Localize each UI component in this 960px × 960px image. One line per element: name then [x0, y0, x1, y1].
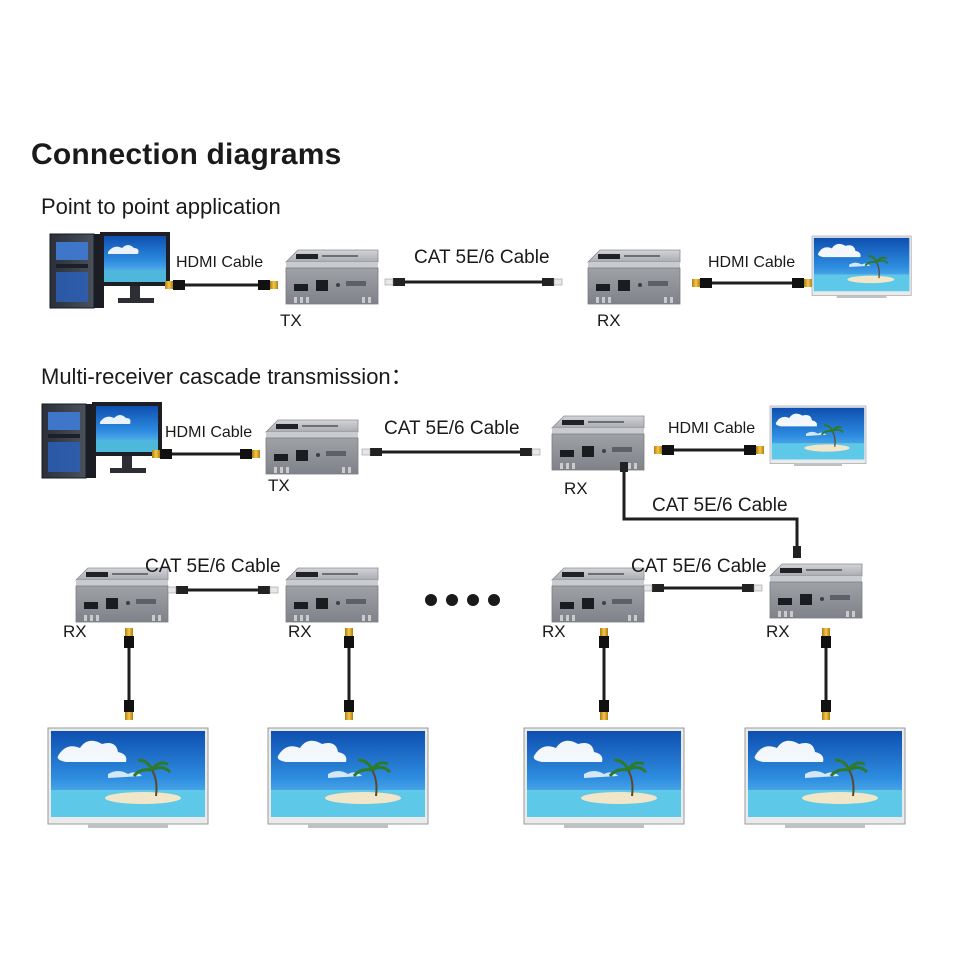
tx-device-2: [265, 419, 359, 475]
hdmi-plug-icon: [152, 449, 172, 459]
hdmi-plug-icon: [165, 280, 185, 290]
section-heading-point-to-point: Point to point application: [41, 194, 281, 219]
label-cat-cable: CAT 5E/6 Cable: [145, 556, 281, 577]
display-tv-b: [266, 726, 430, 830]
hdmi-plug-icon: [258, 280, 278, 290]
label-tx: TX: [280, 311, 302, 330]
rj45-plug-icon: [643, 583, 665, 593]
label-cat-cable: CAT 5E/6 Cable: [631, 556, 767, 577]
hdmi-plug-icon: [654, 445, 674, 455]
display-tv-d: [743, 726, 907, 830]
hdmi-drop-b: [344, 628, 354, 720]
rj45-plug-icon: [741, 583, 763, 593]
rj45-plug-icon: [793, 546, 801, 558]
hdmi-plug-icon: [792, 278, 812, 288]
label-rx: RX: [597, 311, 621, 330]
label-hdmi-cable: HDMI Cable: [165, 424, 253, 441]
label-cat-cable: CAT 5E/6 Cable: [384, 418, 520, 439]
label-hdmi-cable: HDMI Cable: [176, 254, 264, 271]
rj45-plug-icon: [541, 277, 563, 287]
source-pc-1: [49, 231, 171, 309]
hdmi-drop-a: [124, 628, 134, 720]
hdmi-plug-icon: [692, 278, 712, 288]
display-tv-a: [46, 726, 210, 830]
label-tx: TX: [268, 476, 290, 495]
display-tv-1: [811, 235, 913, 299]
hdmi-drop-c: [599, 628, 609, 720]
rx-device-b: [285, 567, 379, 623]
label-rx: RX: [288, 622, 312, 641]
hdmi-drop-d: [821, 628, 831, 720]
label-hdmi-cable: HDMI Cable: [708, 254, 796, 271]
display-tv-c: [522, 726, 686, 830]
label-hdmi-cable: HDMI Cable: [668, 420, 756, 437]
section-heading-cascade: Multi-receiver cascade transmission：: [41, 364, 413, 389]
hdmi-plug-icon: [240, 449, 260, 459]
rj45-plug-icon: [361, 447, 383, 457]
rx-device-d: [769, 563, 863, 619]
source-pc-2: [41, 401, 163, 479]
rj45-plug-icon: [620, 462, 628, 472]
label-rx: RX: [766, 622, 790, 641]
label-rx: RX: [542, 622, 566, 641]
hdmi-plug-icon: [744, 445, 764, 455]
cat-cable-cascade: [622, 470, 799, 548]
rx-device-1: [587, 249, 681, 305]
display-tv-2: [769, 405, 867, 467]
label-cat-cable: CAT 5E/6 Cable: [414, 247, 550, 268]
page-title: Connection diagrams: [31, 138, 342, 171]
rx-device-main: [551, 415, 645, 471]
rj45-plug-icon: [519, 447, 541, 457]
tx-device-1: [285, 249, 379, 305]
rj45-plug-icon: [384, 277, 406, 287]
label-rx: RX: [63, 622, 87, 641]
label-rx: RX: [564, 479, 588, 498]
ellipsis-dots: [425, 594, 500, 606]
rj45-plug-icon: [257, 585, 279, 595]
label-cat-cable: CAT 5E/6 Cable: [652, 495, 788, 516]
rj45-plug-icon: [167, 585, 189, 595]
